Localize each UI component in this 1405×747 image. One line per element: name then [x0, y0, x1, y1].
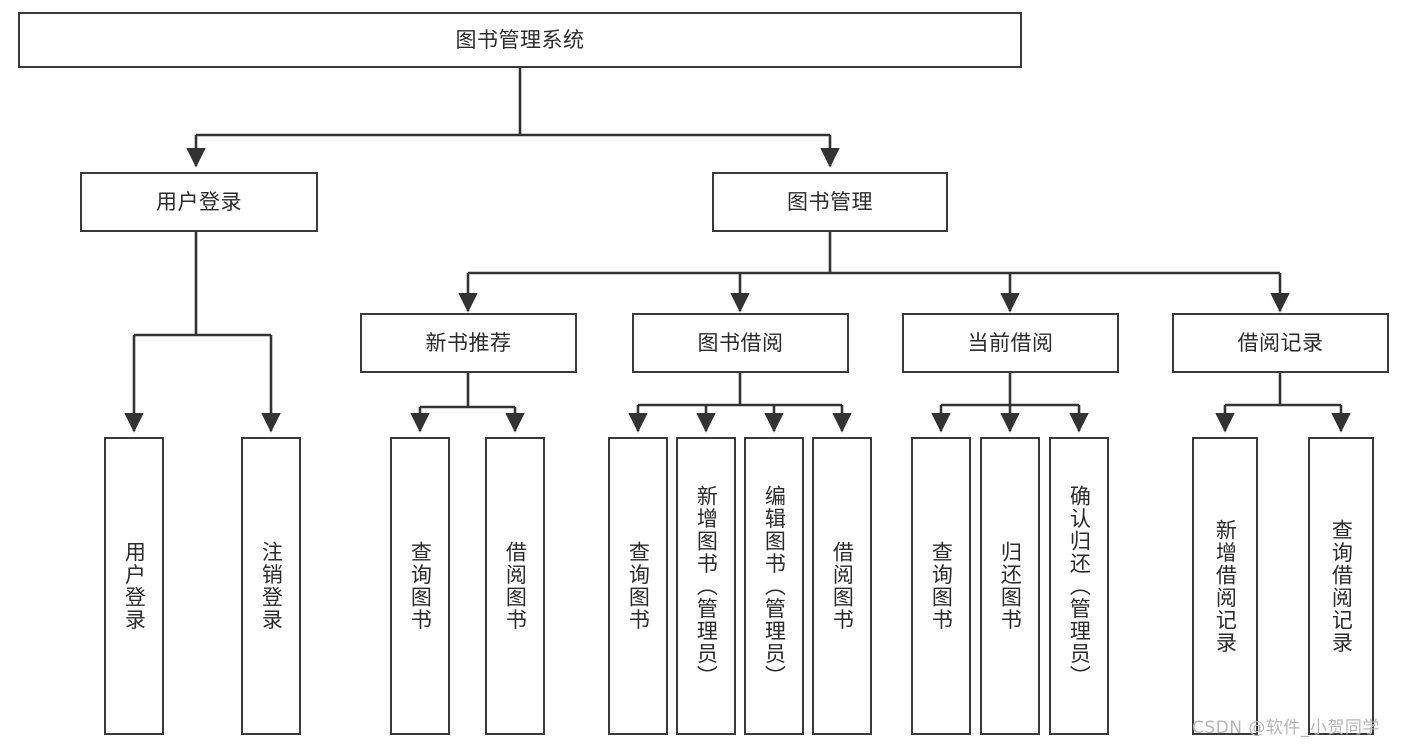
- node-leaf-query-book-2[interactable]: 查询图书: [608, 437, 668, 735]
- node-leaf-edit-book-label: 编辑图书（管理员）: [762, 484, 787, 688]
- node-book-manage-label: 图书管理: [787, 189, 873, 214]
- node-leaf-add-record[interactable]: 新增借阅记录: [1192, 437, 1258, 735]
- node-leaf-confirm-return-label: 确认归还（管理员）: [1067, 484, 1092, 688]
- node-leaf-query-book-1-label: 查询图书: [408, 541, 433, 631]
- node-leaf-query-book-3-label: 查询图书: [929, 541, 954, 631]
- node-leaf-logout-label: 注销登录: [259, 541, 284, 631]
- node-borrow-record[interactable]: 借阅记录: [1172, 313, 1389, 373]
- node-leaf-add-book[interactable]: 新增图书（管理员）: [676, 437, 736, 735]
- node-leaf-logout[interactable]: 注销登录: [241, 437, 301, 735]
- node-leaf-confirm-return[interactable]: 确认归还（管理员）: [1049, 437, 1109, 735]
- node-root[interactable]: 图书管理系统: [18, 12, 1022, 68]
- node-book-borrow[interactable]: 图书借阅: [632, 313, 849, 373]
- node-current-borrow[interactable]: 当前借阅: [902, 313, 1119, 373]
- node-leaf-query-record-label: 查询借阅记录: [1329, 518, 1354, 654]
- node-book-borrow-label: 图书借阅: [697, 330, 784, 355]
- node-leaf-query-book-2-label: 查询图书: [626, 541, 651, 631]
- node-leaf-return-book-label: 归还图书: [998, 541, 1023, 631]
- node-current-borrow-label: 当前借阅: [967, 330, 1054, 355]
- node-user-login[interactable]: 用户登录: [80, 172, 318, 232]
- node-borrow-record-label: 借阅记录: [1237, 330, 1324, 355]
- csdn-watermark: CSDN @软件_小贺同学: [1192, 718, 1380, 738]
- node-new-book-recommend-label: 新书推荐: [425, 330, 512, 355]
- node-book-manage[interactable]: 图书管理: [712, 172, 948, 232]
- node-root-label: 图书管理系统: [455, 27, 585, 52]
- node-user-login-label: 用户登录: [156, 189, 242, 214]
- node-leaf-query-record[interactable]: 查询借阅记录: [1308, 437, 1374, 735]
- node-leaf-add-record-label: 新增借阅记录: [1213, 518, 1238, 654]
- node-leaf-borrow-book-1-label: 借阅图书: [503, 541, 528, 631]
- node-new-book-recommend[interactable]: 新书推荐: [360, 313, 577, 373]
- node-leaf-return-book[interactable]: 归还图书: [980, 437, 1040, 735]
- node-leaf-add-book-label: 新增图书（管理员）: [694, 484, 719, 688]
- node-leaf-borrow-book-2-label: 借阅图书: [830, 541, 855, 631]
- node-leaf-query-book-3[interactable]: 查询图书: [911, 437, 971, 735]
- node-leaf-borrow-book-2[interactable]: 借阅图书: [812, 437, 872, 735]
- node-leaf-user-login[interactable]: 用户登录: [104, 437, 164, 735]
- node-leaf-edit-book[interactable]: 编辑图书（管理员）: [744, 437, 804, 735]
- node-leaf-user-login-label: 用户登录: [122, 541, 147, 631]
- node-leaf-borrow-book-1[interactable]: 借阅图书: [485, 437, 545, 735]
- node-leaf-query-book-1[interactable]: 查询图书: [390, 437, 450, 735]
